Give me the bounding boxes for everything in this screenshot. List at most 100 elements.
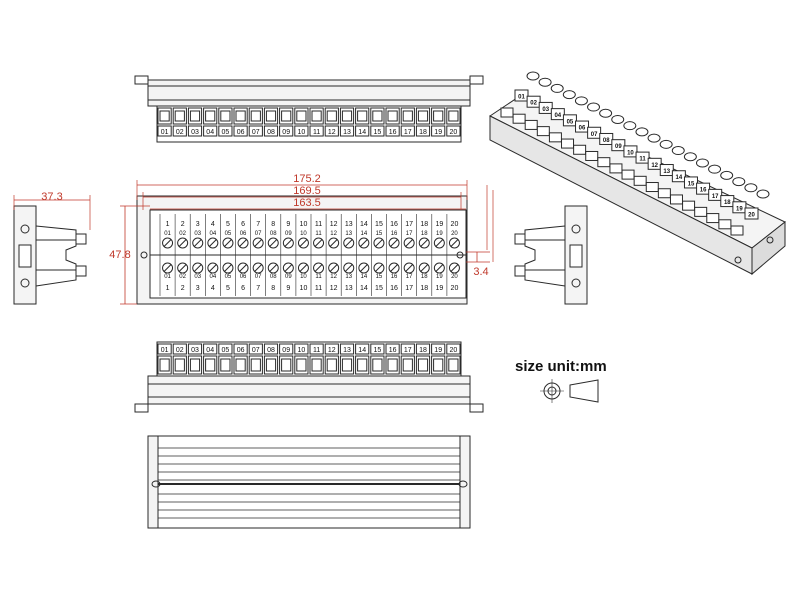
iso-terminal-label-box — [526, 95, 541, 108]
terminal-label-top: 17 — [405, 221, 413, 228]
iso-terminal-top — [720, 170, 734, 180]
projection-cone — [569, 379, 599, 403]
front-view-plate — [149, 209, 467, 299]
wire-entry — [189, 110, 201, 122]
terminal-label-bottom: 11 — [315, 285, 322, 292]
iso-terminal-top — [562, 90, 576, 100]
terminal-label-box — [415, 343, 431, 355]
iso-terminal-top — [756, 189, 770, 199]
wire-entry — [387, 110, 398, 122]
side-terminal-profile — [524, 225, 566, 287]
iso-lower-label-box — [633, 175, 647, 186]
terminal-label-small: 02 — [179, 274, 186, 280]
terminal-label-small: 11 — [315, 274, 322, 280]
iso-terminal-label-box — [671, 170, 686, 183]
terminal-label-small: 15 — [376, 274, 383, 280]
terminal-label: 01 — [161, 347, 169, 354]
terminal-label-small: 04 — [210, 231, 217, 237]
terminal-label-small: 08 — [270, 231, 277, 237]
iso-terminal-top — [623, 121, 637, 131]
iso-terminal-label-box — [562, 114, 577, 127]
screw-slot — [405, 239, 414, 247]
screw-slot — [359, 264, 368, 272]
iso-terminal-label: 11 — [639, 157, 646, 163]
screw-slot — [163, 264, 172, 272]
wire-entry — [433, 110, 444, 122]
iso-lower-label-box — [657, 188, 671, 199]
terminal-label-box — [324, 125, 339, 137]
iso-terminal-label-box — [514, 89, 529, 102]
terminal-label-bottom: 9 — [286, 285, 290, 292]
iso-terminal-top — [647, 133, 661, 143]
terminal-label: 19 — [434, 129, 442, 136]
terminal-label-top: 2 — [181, 221, 185, 228]
wire-entry — [296, 358, 307, 372]
iso-terminal-label: 10 — [627, 150, 634, 156]
iso-terminal-label-box — [647, 157, 662, 170]
terminal-label-top: 7 — [256, 221, 260, 228]
terminal-label-box — [370, 343, 385, 355]
iso-end-face — [751, 220, 786, 276]
iso-terminal-label: 15 — [688, 181, 695, 187]
terminal-label-small: 19 — [436, 231, 443, 237]
terminal-label: 13 — [343, 347, 351, 354]
iso-terminal-label: 14 — [676, 175, 683, 181]
iso-terminal-top — [550, 83, 564, 93]
terminal-label-top: 1 — [166, 221, 170, 228]
terminal-label-box — [431, 125, 446, 137]
screw-slot — [193, 239, 202, 247]
terminal-label-top: 16 — [390, 221, 398, 228]
terminal-label: 04 — [206, 347, 214, 354]
iso-terminal-label: 01 — [518, 95, 525, 101]
screw-slot — [284, 264, 293, 272]
iso-lower-label-box — [621, 169, 635, 180]
mounting-hole — [140, 251, 148, 259]
wire-entry — [341, 110, 353, 122]
wire-entry — [250, 110, 261, 122]
iso-terminal-label: 06 — [579, 126, 586, 132]
terminal-label-box — [324, 343, 339, 355]
wire-entry — [402, 358, 413, 372]
terminal-label: 20 — [450, 347, 458, 354]
wire-entry — [417, 110, 429, 122]
iso-terminal-label: 04 — [554, 113, 561, 119]
terminal-label-box — [294, 343, 309, 355]
wire-entry — [357, 358, 368, 372]
terminal-label-box — [279, 343, 294, 355]
screw-slot — [254, 264, 263, 272]
screw-slot — [208, 239, 217, 247]
iso-mount-hole — [734, 256, 742, 264]
terminal-label-small: 12 — [330, 274, 337, 280]
rail-channel — [157, 435, 461, 529]
terminal-label-top: 20 — [451, 221, 459, 228]
wire-entry — [281, 110, 292, 122]
wire-entry — [250, 358, 261, 372]
terminal-label-small: 18 — [421, 231, 428, 237]
wire-entry — [311, 110, 322, 122]
terminal-label-small: 16 — [391, 231, 398, 237]
wire-entry — [220, 358, 231, 372]
iso-terminal-label: 02 — [530, 101, 537, 107]
terminal-label-bottom: 5 — [226, 285, 230, 292]
wire-entry — [235, 358, 246, 372]
iso-lower-label-box — [585, 150, 599, 161]
terminal-label: 10 — [298, 347, 306, 354]
wire-entry — [281, 358, 292, 372]
top-view-body — [147, 79, 471, 107]
iso-terminal-top — [599, 108, 613, 118]
terminal-label: 14 — [358, 347, 366, 354]
terminal-label-top: 15 — [375, 221, 383, 228]
terminal-label-small: 03 — [194, 231, 201, 237]
iso-terminal-label-box — [575, 120, 590, 133]
terminal-label-small: 10 — [300, 274, 307, 280]
wire-entry — [265, 110, 277, 122]
iso-lower-label-box — [536, 126, 550, 137]
terminal-label-box — [355, 125, 370, 137]
terminal-label: 09 — [282, 129, 290, 136]
terminal-label: 17 — [404, 347, 412, 354]
screw-slot — [390, 239, 398, 247]
terminal-label-box — [248, 125, 263, 137]
screw-slot — [344, 264, 353, 272]
